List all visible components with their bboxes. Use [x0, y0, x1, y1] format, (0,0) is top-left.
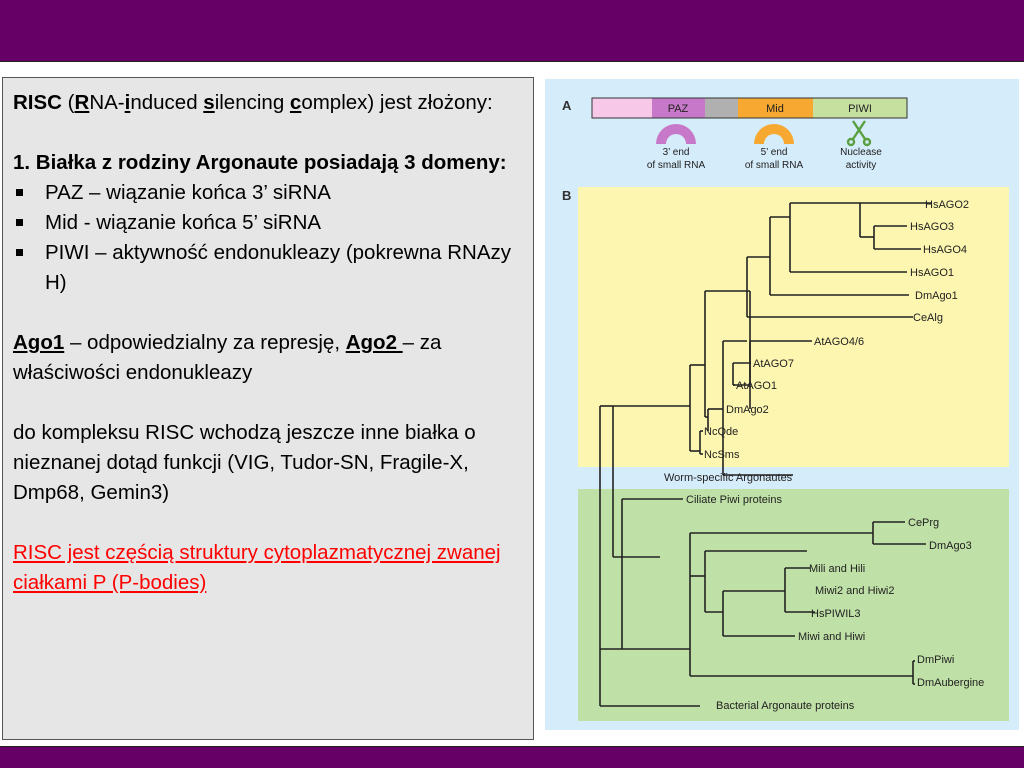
intro-text: (: [61, 91, 75, 114]
domain-label-piwi: PIWI: [848, 103, 872, 115]
scissors-icon: [846, 120, 872, 147]
bullet-mid: Mid - wiązanie końca 5’ siRNA: [13, 208, 523, 238]
domain-mid: [738, 98, 813, 118]
paz-caption-line2: of small RNA: [647, 160, 706, 171]
intro-text: omplex) jest złożony:: [301, 91, 493, 114]
leaf-atago1: AtAGO1: [736, 380, 777, 392]
text-panel: RISC (RNA-induced silencing complex) jes…: [2, 77, 534, 740]
intro-text: nduced: [130, 91, 204, 114]
leaf-miwi2-hiwi2: Miwi2 and Hiwi2: [815, 585, 894, 597]
paz-caption-line1: 3’ end: [663, 147, 690, 158]
piwi-caption-line1: Nuclease: [840, 147, 882, 158]
leaf-mili-hili: Mili and Hili: [809, 563, 865, 575]
paz-pocket-icon: [656, 124, 696, 144]
leaf-hsago1: HsAGO1: [910, 267, 954, 279]
clade-box-ago: [578, 187, 1009, 467]
leaf-hsago4: HsAGO4: [923, 244, 967, 256]
other-proteins-paragraph: do kompleksu RISC wchodzą jeszcze inne b…: [13, 421, 476, 504]
leaf-hsago2: HsAGO2: [925, 199, 969, 211]
leaf-miwi-hiwi: Miwi and Hiwi: [798, 631, 865, 643]
mid-pocket-icon: [754, 124, 794, 144]
leaf-hspiwil3: HsPIWIL3: [811, 608, 861, 620]
domain-list: PAZ – wiązanie końca 3’ siRNA Mid - wiąz…: [13, 178, 523, 298]
intro-text: NA-: [89, 91, 125, 114]
clade-box-piwi: [578, 489, 1009, 721]
domain-paz: [652, 98, 705, 118]
leaf-dmago1: DmAgo1: [915, 290, 958, 302]
acronym-letter-c: c: [289, 91, 302, 114]
risc-term: RISC: [13, 91, 62, 114]
leaf-bacterial: Bacterial Argonaute proteins: [716, 700, 855, 712]
leaf-atago4-6: AtAGO4/6: [814, 336, 864, 348]
domain-label-paz: PAZ: [668, 103, 689, 115]
leaf-worm-specific: Worm-specific Argonautes: [664, 472, 793, 484]
leaf-dmpiwi: DmPiwi: [917, 654, 954, 666]
leaf-ncsms: NcSms: [704, 449, 740, 461]
ago-paragraph: Ago1 – odpowiedzialny za represję, Ago2 …: [13, 331, 442, 384]
bullet-paz: PAZ – wiązanie końca 3’ siRNA: [13, 178, 523, 208]
leaf-dmago2: DmAgo2: [726, 404, 769, 416]
ago2-term: Ago2: [345, 331, 403, 354]
leaf-ciliate-piwi: Ciliate Piwi proteins: [686, 494, 782, 506]
leaf-hsago3: HsAGO3: [910, 221, 954, 233]
p-bodies-link[interactable]: RISC jest częścią struktury cytoplazmaty…: [13, 541, 501, 594]
leaf-ncqde: NcQde: [704, 426, 738, 438]
panel-b-label: B: [562, 188, 571, 203]
ago1-term: Ago1: [13, 331, 65, 354]
domain-piwi: [813, 98, 907, 118]
domains-heading: 1. Białka z rodziny Argonaute posiadają …: [13, 151, 507, 174]
phylogenetic-tree: [599, 202, 932, 707]
mid-caption-line1: 5’ end: [761, 147, 788, 158]
acronym-letter-i: i: [124, 91, 131, 114]
domain-linker: [705, 98, 738, 118]
intro-paragraph: RISC (RNA-induced silencing complex) jes…: [13, 88, 523, 118]
leaf-atago7: AtAGO7: [753, 358, 794, 370]
figure-canvas: A PAZ Mid PIWI 3’ end of small RNA 5’ en…: [562, 97, 1009, 721]
domain-bar-outline: [591, 97, 908, 119]
piwi-caption-line2: activity: [846, 160, 877, 171]
bullet-piwi: PIWI – aktywność endonukleazy (pokrewna …: [13, 238, 523, 298]
argonaute-figure: A PAZ Mid PIWI 3’ end of small RNA 5’ en…: [545, 79, 1019, 730]
acronym-letter-s: s: [203, 91, 215, 114]
title-bar: [0, 0, 1024, 62]
leaf-cealg: CeAlg: [913, 312, 943, 324]
leaf-dmago3: DmAgo3: [929, 540, 972, 552]
footer-bar: [0, 746, 1024, 768]
panel-a-label: A: [562, 98, 572, 113]
domain-nterm: [592, 98, 652, 118]
acronym-letter-r: R: [74, 91, 90, 114]
domain-label-mid: Mid: [766, 103, 784, 115]
intro-text: ilencing: [214, 91, 290, 114]
leaf-dmaubergine: DmAubergine: [917, 677, 984, 689]
leaf-ceprg: CePrg: [908, 517, 939, 529]
mid-caption-line2: of small RNA: [745, 160, 804, 171]
